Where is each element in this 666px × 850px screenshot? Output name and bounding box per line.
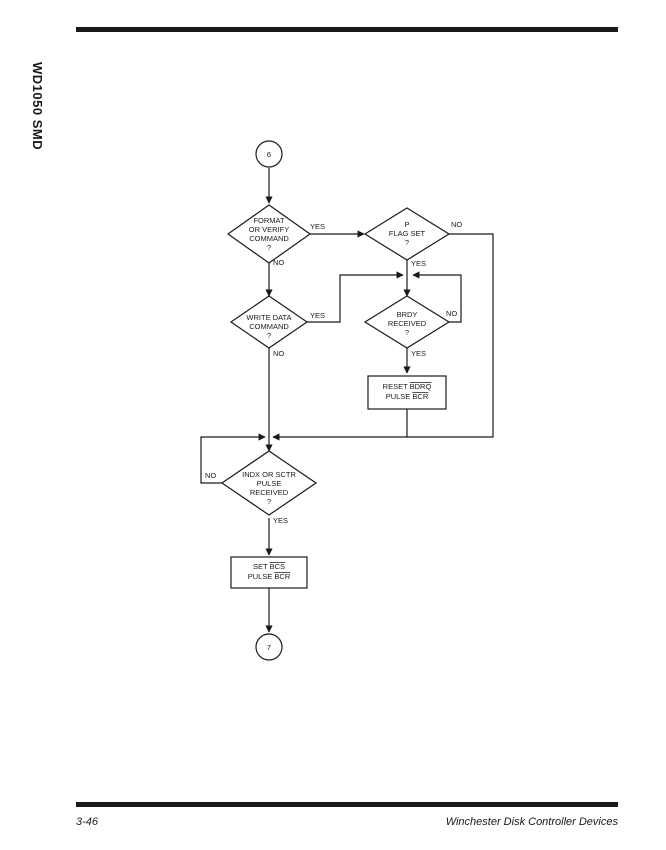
branch-labels: YES NO NO YES YES NO NO YES NO YES [205, 220, 462, 525]
decision-format-line4: ? [267, 243, 271, 252]
connector-6-label: 6 [267, 150, 271, 159]
decision-format-line3: COMMAND [249, 234, 289, 243]
reset-word: RESET [383, 382, 408, 391]
bottom-rule [76, 802, 618, 807]
process-set-line2: PULSE BCR [248, 572, 291, 581]
decision-indx-line2: PULSE [257, 479, 282, 488]
decision-write-line3: ? [267, 331, 271, 340]
pulse-word-2: PULSE [248, 572, 273, 581]
label-indx-no: NO [205, 471, 216, 480]
decision-write-line1: WRITE DATA [246, 313, 291, 322]
decision-brdy-line2: RECEIVED [388, 319, 427, 328]
decision-format-verify: FORMAT OR VERIFY COMMAND ? [226, 204, 312, 264]
label-indx-yes: YES [273, 516, 288, 525]
decision-brdy-line3: ? [405, 328, 409, 337]
decision-p-flag: P FLAG SET ? [363, 207, 451, 261]
label-brdy-no: NO [446, 309, 457, 318]
label-format-yes: YES [310, 222, 325, 231]
decision-write-data: WRITE DATA COMMAND ? [229, 295, 309, 349]
process-reset-line2: PULSE BCR [386, 392, 429, 401]
decision-brdy: BRDY RECEIVED ? [363, 295, 451, 349]
document-title: Winchester Disk Controller Devices [445, 816, 618, 828]
decision-brdy-line1: BRDY [397, 310, 418, 319]
page-number: 3-46 [76, 816, 99, 828]
decision-format-line2: OR VERIFY [249, 225, 289, 234]
decision-indx-line1: INDX OR SCTR [242, 470, 296, 479]
label-write-yes: YES [310, 311, 325, 320]
top-rule [76, 27, 618, 32]
decision-pflag-line2: FLAG SET [389, 229, 426, 238]
bdrq-signal: BDRQ [410, 382, 432, 391]
decision-format-line1: FORMAT [253, 216, 285, 225]
decision-indx-sctr: INDX OR SCTR PULSE RECEIVED ? [220, 450, 318, 516]
connector-6: 6 [255, 140, 283, 168]
label-format-no: NO [273, 258, 284, 267]
decision-pflag-line1: P [404, 220, 409, 229]
pulse-word: PULSE [386, 392, 411, 401]
decision-indx-line3: RECEIVED [250, 488, 289, 497]
decision-write-line2: COMMAND [249, 322, 289, 331]
label-write-no: NO [273, 349, 284, 358]
connector-7: 7 [255, 633, 283, 661]
bcs-signal: BCS [270, 562, 285, 571]
set-word: SET [253, 562, 268, 571]
decision-indx-line4: ? [267, 497, 271, 506]
bcr-signal: BCR [412, 392, 428, 401]
label-brdy-yes: YES [411, 349, 426, 358]
label-pflag-no: NO [451, 220, 462, 229]
decision-pflag-line3: ? [405, 238, 409, 247]
connector-7-label: 7 [267, 643, 271, 652]
process-set-bcs: SET BCS PULSE BCR [230, 556, 308, 589]
process-set-line1: SET BCS [253, 562, 285, 571]
process-reset-bdrq: RESET BDRQ PULSE BCR [367, 375, 447, 410]
flow-lines [200, 168, 494, 633]
bcr-signal-2: BCR [274, 572, 290, 581]
process-reset-line1: RESET BDRQ [383, 382, 432, 391]
label-pflag-yes: YES [411, 259, 426, 268]
